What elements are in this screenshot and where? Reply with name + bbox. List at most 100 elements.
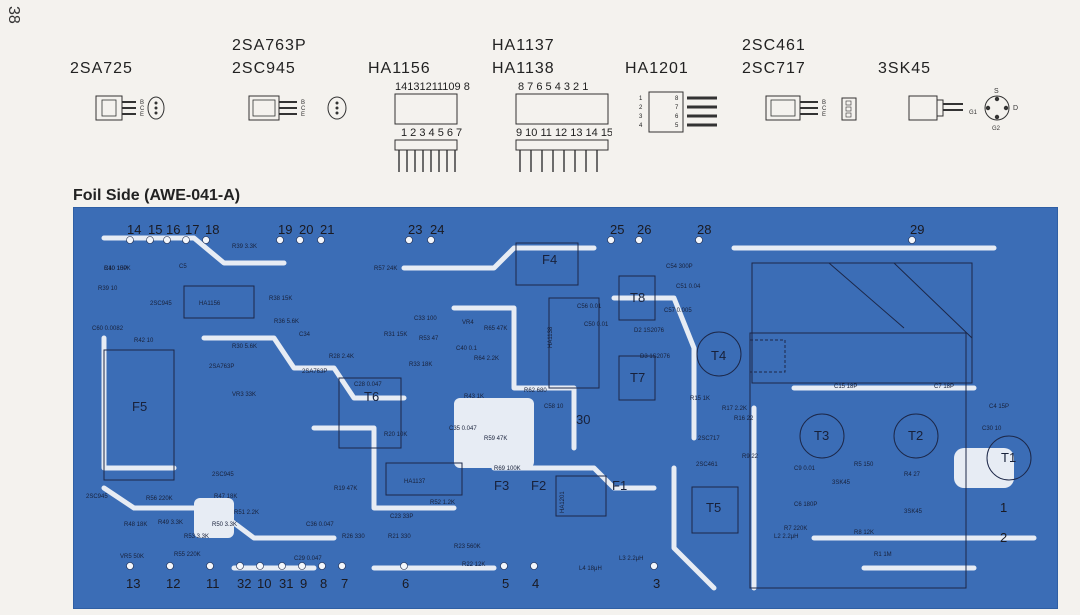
svg-text:E: E	[301, 112, 305, 118]
part-label-2sc717: 2SC717	[742, 60, 806, 77]
component-value: C40 0.1	[456, 346, 478, 352]
shield-outline	[751, 262, 973, 384]
component-value: R47 18K	[214, 494, 237, 500]
component-value: R23 560K	[454, 544, 481, 550]
component-value: C29 0.047	[294, 556, 322, 562]
component-value: R53 3.3K	[184, 534, 209, 540]
connector-number-bottom-11: 11	[206, 576, 220, 591]
pcb-traces: F5 T6 F4 T8 T7 T4 T5 T3 T2 T1 F3 F2 F1 3…	[86, 235, 1037, 591]
component-value: R49 3.3K	[158, 520, 183, 526]
part-label-ha1201: HA1201	[625, 60, 689, 77]
pad	[296, 236, 304, 244]
transformer-outline-t8	[618, 275, 656, 321]
label-t8: T8	[630, 290, 645, 305]
label-q-3sk45-a: 3SK45	[832, 480, 851, 486]
component-value: R21 330	[388, 534, 411, 540]
svg-text:3: 3	[639, 114, 643, 120]
component-value: R55 220K	[174, 552, 201, 558]
pin-c: C	[140, 106, 145, 112]
component-value: R33 18K	[409, 362, 432, 368]
connector-number-bottom-3: 3	[653, 576, 661, 591]
connector-number-top-24: 24	[430, 222, 445, 237]
svg-text:G2: G2	[992, 126, 1001, 132]
pad	[635, 236, 643, 244]
pad	[276, 236, 284, 244]
label-t4: T4	[711, 348, 726, 363]
component-value: C58 10	[544, 404, 564, 410]
component-value: R22 12K	[462, 562, 485, 568]
pad	[146, 236, 154, 244]
label-t1: T1	[1001, 450, 1016, 465]
svg-text:D: D	[1013, 105, 1018, 112]
component-value: R52 1.2K	[430, 500, 455, 506]
svg-text:7: 7	[675, 105, 679, 111]
pad	[202, 236, 210, 244]
transistor-package-2sc945: B C E	[248, 95, 347, 121]
component-value: R8 12K	[854, 530, 874, 536]
component-value: R9 22	[742, 454, 759, 460]
connector-number-bottom-32: 32	[237, 576, 252, 591]
label-q-2sc945-a: 2SC945	[150, 301, 172, 307]
pad	[206, 562, 214, 570]
coil-outline-t4	[696, 331, 742, 377]
svg-text:1: 1	[639, 96, 643, 102]
label-t3: T3	[814, 428, 829, 443]
connector-number-top-18: 18	[205, 222, 220, 237]
component-value: R56 220K	[146, 496, 173, 502]
part-label-2sc461: 2SC461	[742, 37, 806, 54]
component-value: R38 15K	[269, 296, 292, 302]
connector-number-bottom-9: 9	[300, 576, 308, 591]
part-label-ha1137: HA1137	[492, 37, 555, 54]
pad	[695, 236, 703, 244]
component-value: C10 15P	[104, 266, 127, 272]
part-label-2sc945: 2SC945	[232, 60, 296, 77]
component-value: R40 100K	[104, 266, 131, 272]
pin-e: E	[140, 112, 144, 118]
component-value: R48 18K	[124, 522, 147, 528]
label-ha1156: HA1156	[199, 301, 221, 307]
svg-text:E: E	[822, 112, 826, 118]
connector-number-top-29: 29	[910, 222, 925, 237]
pad	[607, 236, 615, 244]
component-value: L2 2.2μH	[774, 534, 798, 540]
component-value: C60 0.0082	[92, 326, 124, 332]
connector-number-top-14: 14	[127, 222, 142, 237]
label-f3: F3	[494, 478, 509, 493]
component-value: R5 150	[854, 462, 874, 468]
coil-outline-t3	[799, 413, 845, 459]
component-value: C30 10	[982, 426, 1002, 432]
pad	[236, 562, 244, 570]
ic-package-ha1201: 1 2 3 4 8 7 6 5	[639, 91, 717, 133]
component-value: R26 330	[342, 534, 365, 540]
component-value: C33 100	[414, 316, 437, 322]
component-value: C5	[179, 264, 187, 270]
connector-number-bottom-10: 10	[257, 576, 272, 591]
component-value: R39 10	[98, 286, 118, 292]
pad	[318, 562, 326, 570]
connector-number-top-26: 26	[637, 222, 652, 237]
connector-number-bottom-6: 6	[402, 576, 410, 591]
connector-number-bottom-4: 4	[532, 576, 540, 591]
component-value: R36 5.6K	[274, 319, 299, 325]
component-value: R4 27	[904, 472, 921, 478]
label-t7: T7	[630, 370, 645, 385]
label-t5: T5	[706, 500, 721, 515]
component-value: C57 0.005	[664, 308, 692, 314]
component-value: R64 2.2K	[474, 356, 499, 362]
svg-text:S: S	[994, 88, 999, 95]
component-value: C34	[299, 332, 311, 338]
pad	[908, 236, 916, 244]
ic-outline-ha1138	[548, 297, 600, 389]
svg-text:C: C	[822, 106, 827, 112]
component-value: R28 2.4K	[329, 354, 354, 360]
page-number: 38	[5, 6, 22, 24]
component-value: C23 33P	[390, 514, 413, 520]
label-q-3sk45-b: 3SK45	[904, 509, 923, 515]
label-f1: F1	[612, 478, 627, 493]
pin-b: B	[140, 100, 144, 106]
component-value: R59 47K	[484, 436, 507, 442]
svg-text:4: 4	[639, 123, 643, 129]
foil-side-title: Foil Side (AWE-041-A)	[73, 187, 241, 204]
label-q-2sc461: 2SC461	[696, 462, 718, 468]
component-value: C7 18P	[934, 384, 954, 390]
